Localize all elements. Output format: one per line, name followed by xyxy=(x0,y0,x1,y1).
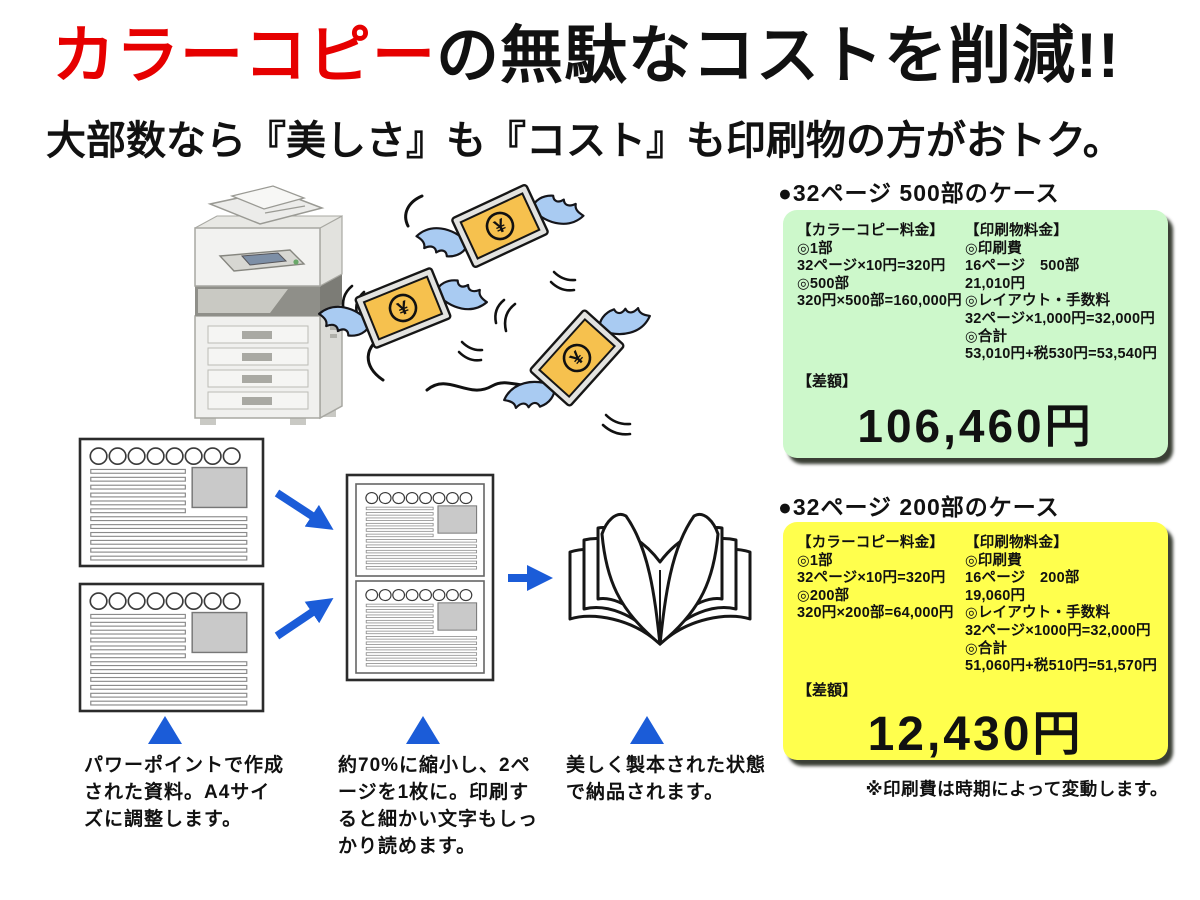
copier-flying-money-illustration: ¥ xyxy=(194,168,730,448)
document-flow-diagram xyxy=(78,437,752,713)
case-500-diff-label: 【差額】 xyxy=(797,373,858,390)
case-200-diff-label: 【差額】 xyxy=(797,682,858,699)
page-title-highlight: カラーコピー xyxy=(52,21,436,91)
page-subtitle: 大部数なら『美しさ』も『コスト』も印刷物の方がおトク。 xyxy=(46,119,1123,163)
step-pointer-triangle-3 xyxy=(630,716,664,744)
merge-arrows xyxy=(274,489,334,640)
open-book-icon xyxy=(568,513,752,646)
two-up-combined-sheet xyxy=(345,473,495,682)
case-200-color-copy-column: 【カラーコピー料金】 ◎1部 32ページ×10円=320円 ◎200部 320円… xyxy=(797,535,954,622)
case-200-diff-amount: 12,430円 xyxy=(867,708,1084,761)
copier-machine-icon xyxy=(194,185,343,425)
step-caption-1: パワーポイントで作成された資料。A4サイズに調整します。 xyxy=(84,755,285,830)
step-caption-2: 約70%に縮小し、2ページを1枚に。印刷すると細かい文字もしっかり読めます。 xyxy=(338,755,539,857)
case-500-box: 【カラーコピー料金】 ◎1部 32ページ×10円=320円 ◎500部 320円… xyxy=(783,210,1168,458)
a4-source-page-2 xyxy=(78,582,265,713)
step-pointer-triangle-1 xyxy=(148,716,182,744)
case-500-header: ●32ページ 500部のケース xyxy=(778,180,1060,206)
case-200-print-column: 【印刷物料金】 ◎印刷費 16ページ 200部 19,060円 ◎レイアウト・手… xyxy=(965,535,1158,675)
flying-money-bill xyxy=(319,252,488,363)
flying-money-bill xyxy=(503,280,651,436)
page-title-rest: の無駄なコストを削減!! xyxy=(436,21,1120,91)
step-pointer-triangle-2 xyxy=(406,716,440,744)
step-caption-3: 美しく製本された状態で納品されます。 xyxy=(566,755,767,803)
page-title: カラーコピーの無駄なコストを削減!! xyxy=(52,21,1192,91)
case-500-diff-amount: 106,460円 xyxy=(857,400,1094,452)
flying-money-bill xyxy=(416,168,584,285)
case-200-box: 【カラーコピー料金】 ◎1部 32ページ×10円=320円 ◎200部 320円… xyxy=(783,522,1168,761)
case-200-header: ●32ページ 200部のケース xyxy=(778,494,1060,520)
price-variation-footnote: ※印刷費は時期によって変動します。 xyxy=(865,779,1168,799)
a4-source-page-1 xyxy=(78,437,265,568)
case-500-color-copy-column: 【カラーコピー料金】 ◎1部 32ページ×10円=320円 ◎500部 320円… xyxy=(797,223,962,310)
case-500-print-column: 【印刷物料金】 ◎印刷費 16ページ 500部 21,010円 ◎レイアウト・手… xyxy=(965,223,1158,363)
